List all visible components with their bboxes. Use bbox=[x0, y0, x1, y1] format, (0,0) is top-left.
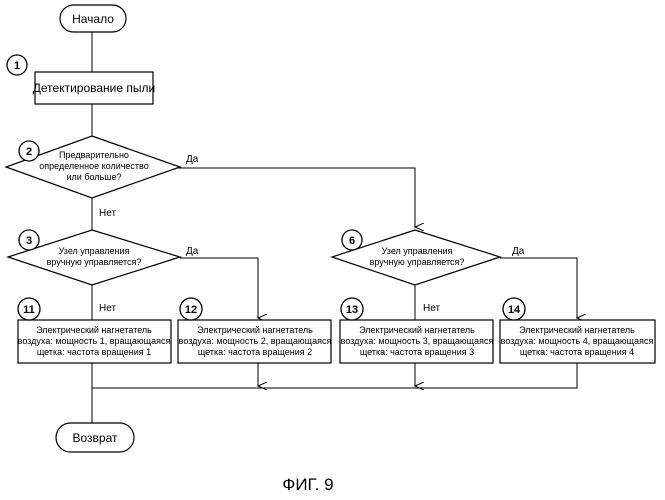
step-2-no-label: Нет bbox=[99, 208, 116, 219]
step-3-yes-label: Да bbox=[186, 246, 199, 257]
step-2-number: 2 bbox=[26, 146, 32, 158]
step-14-line: щетка: частота вращения 4 bbox=[520, 347, 634, 357]
step-11-line: воздуха: мощность 1, вращающаяся bbox=[18, 336, 171, 346]
step-11-number: 11 bbox=[23, 304, 35, 316]
figure-caption: ФИГ. 9 bbox=[282, 475, 333, 494]
step-2-line: Предварительно bbox=[59, 150, 129, 160]
step-13: Электрический нагнетатель воздуха: мощно… bbox=[340, 298, 493, 363]
step-14-number: 14 bbox=[508, 304, 521, 316]
step-6-no-label: Нет bbox=[423, 303, 440, 314]
step-14-line: воздуха: мощность 4, вращающаяся bbox=[501, 336, 654, 346]
step-13-number: 13 bbox=[346, 304, 358, 316]
step-6-line: Узел управления bbox=[382, 246, 453, 256]
edge-s2-yes-to-s6 bbox=[178, 168, 415, 227]
step-6-yes-label: Да bbox=[512, 246, 525, 257]
step-3-line: Узел управления bbox=[59, 246, 130, 256]
step-11-line: щетка: частота вращения 1 bbox=[37, 347, 151, 357]
step-2: Предварительно определенное количество и… bbox=[6, 136, 199, 219]
step-3-no-label: Нет bbox=[99, 303, 116, 314]
step-3-number: 3 bbox=[26, 235, 32, 247]
step-14-line: Электрический нагнетатель bbox=[519, 325, 635, 335]
step-2-yes-label: Да bbox=[186, 154, 199, 165]
step-2-line: определенное количество bbox=[39, 161, 149, 171]
step-6-line: вручную управляется? bbox=[370, 257, 465, 267]
connectors bbox=[92, 32, 577, 423]
step-6-number: 6 bbox=[349, 235, 355, 247]
start-terminal: Начало bbox=[60, 5, 126, 32]
step-12: Электрический нагнетатель воздуха: мощно… bbox=[178, 298, 331, 363]
step-11-line: Электрический нагнетатель bbox=[36, 325, 152, 335]
step-12-line: Электрический нагнетатель bbox=[197, 325, 313, 335]
step-13-line: щетка: частота вращения 3 bbox=[360, 347, 474, 357]
step-11: Электрический нагнетатель воздуха: мощно… bbox=[18, 298, 171, 363]
start-label: Начало bbox=[72, 12, 114, 26]
step-12-number: 12 bbox=[185, 304, 197, 316]
step-12-line: щетка: частота вращения 2 bbox=[198, 347, 312, 357]
step-1: Детектирование пыли 1 bbox=[7, 55, 155, 104]
step-12-line: воздуха: мощность 2, вращающаяся bbox=[179, 336, 332, 346]
edge-s14-down bbox=[92, 363, 577, 388]
step-3-line: вручную управляется? bbox=[47, 257, 142, 267]
step-1-label: Детектирование пыли bbox=[33, 81, 155, 95]
step-2-line: или больше? bbox=[67, 172, 122, 182]
step-13-line: Электрический нагнетатель bbox=[359, 325, 475, 335]
step-1-number: 1 bbox=[14, 60, 20, 72]
step-13-line: воздуха: мощность 3, вращающаяся bbox=[341, 336, 494, 346]
return-label: Возврат bbox=[73, 431, 119, 445]
return-terminal: Возврат bbox=[56, 423, 134, 452]
step-6: Узел управления вручную управляется? 6 Д… bbox=[332, 230, 525, 314]
